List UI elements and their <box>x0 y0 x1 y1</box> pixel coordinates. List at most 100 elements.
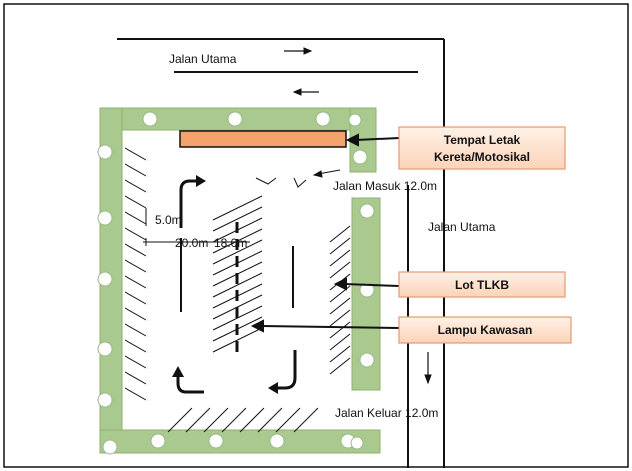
callout-lot-box <box>398 271 566 298</box>
stall-line-left <box>124 307 147 321</box>
dim-18-label: 18.0m <box>214 236 247 250</box>
stall-line-left <box>124 275 147 289</box>
circulation-arrow-up <box>179 179 197 228</box>
stall-line-bottom <box>203 407 229 433</box>
stall-line-right <box>329 321 351 339</box>
stall-line-left <box>124 163 147 177</box>
tree <box>97 144 113 160</box>
stall-line-right <box>329 357 351 375</box>
traffic-arrow-east-head <box>303 47 313 55</box>
stall-line-left <box>124 243 147 257</box>
callout-motor-line2: Kereta/Motosikal <box>434 150 530 164</box>
tree <box>269 433 285 449</box>
stall-line-bottom <box>185 407 211 433</box>
callout-lamp-box <box>398 316 572 344</box>
turn-arrow-entry-1 <box>255 177 277 185</box>
stall-line-left <box>124 371 147 385</box>
dimension-markers <box>143 208 250 246</box>
entrance-label: Jalan Masuk 12.0m <box>333 179 437 193</box>
tree <box>102 439 118 455</box>
stall-line-right <box>329 225 351 243</box>
stall-line-center <box>212 239 263 265</box>
stall-line-center <box>212 316 263 342</box>
motorcycle-bay <box>179 130 347 148</box>
stall-line-right <box>329 309 351 327</box>
leader-lot <box>343 283 400 287</box>
tree <box>97 392 113 408</box>
traffic-arrows <box>284 47 432 385</box>
stall-line-center <box>212 228 263 254</box>
stall-line-bottom <box>275 407 301 433</box>
tree <box>208 433 224 449</box>
stall-line-bottom <box>293 407 319 433</box>
tree <box>97 271 113 287</box>
leader-lamp <box>261 325 400 329</box>
stall-line-left <box>124 179 147 193</box>
stall-line-center <box>212 294 263 320</box>
stall-line-center <box>212 272 263 298</box>
stall-line-center <box>212 250 263 276</box>
stall-line-bottom <box>221 407 247 433</box>
callout-motor: Tempat Letak Kereta/Motosikal <box>398 126 566 170</box>
callout-leaders <box>250 133 400 333</box>
circulation-arrow-down-head <box>268 382 278 394</box>
callout-lamp-text: Lampu Kawasan <box>438 323 533 337</box>
stall-line-left <box>124 227 147 241</box>
stall-line-center <box>212 206 263 232</box>
stall-line-center <box>212 195 263 221</box>
stall-line-left <box>124 195 147 209</box>
callout-lot: Lot TLKB <box>398 271 566 298</box>
stall-line-right <box>329 297 351 315</box>
tree <box>359 203 375 219</box>
tree <box>142 111 158 127</box>
stall-line-left <box>124 387 147 401</box>
circulation-arrow-left-head <box>172 366 184 377</box>
traffic-arrow-south-head <box>424 374 432 385</box>
leader-motor-head <box>345 133 359 147</box>
tree <box>97 341 113 357</box>
tree <box>315 111 331 127</box>
tree <box>227 111 243 127</box>
tree <box>352 149 368 165</box>
outer-frame <box>3 3 629 468</box>
stall-line-bottom <box>257 407 283 433</box>
tree <box>350 436 364 450</box>
stall-line-center <box>212 261 263 287</box>
landscape-buffer <box>99 107 381 454</box>
entrance-arrow-head <box>312 170 323 178</box>
stall-line-right <box>329 345 351 363</box>
stall-line-right <box>329 249 351 267</box>
callout-motor-box <box>398 126 566 170</box>
stall-line-left <box>124 339 147 353</box>
turn-arrow-entry-2 <box>293 177 307 188</box>
stall-line-left <box>124 147 147 161</box>
road-lines <box>117 38 445 468</box>
stall-line-left <box>124 323 147 337</box>
stall-line-bottom <box>239 407 265 433</box>
circulation-arrow-down <box>277 350 297 390</box>
tree <box>359 352 375 368</box>
exit-label: Jalan Keluar 12.0m <box>335 406 438 420</box>
stall-line-left <box>124 211 147 225</box>
dim-5-label: 5.0m <box>155 213 182 227</box>
stall-line-center <box>212 305 263 331</box>
callout-lot-text: Lot TLKB <box>455 278 509 292</box>
stall-line-left <box>124 291 147 305</box>
circulation-arrows <box>172 175 307 394</box>
stall-line-right <box>329 333 351 351</box>
stall-line-left <box>124 355 147 369</box>
stall-line-center <box>212 327 263 353</box>
stall-line-center <box>212 217 263 243</box>
tree <box>97 210 113 226</box>
road-right-label: Jalan Utama <box>428 220 496 234</box>
stall-line-center <box>212 283 263 309</box>
circulation-arrow-left <box>176 375 204 394</box>
stall-line-right <box>329 237 351 255</box>
circulation-arrow-up-head <box>196 175 206 187</box>
tree <box>150 433 166 449</box>
parking-stalls <box>124 147 351 433</box>
tree <box>348 113 362 127</box>
dim-20-label: 20.0m <box>175 236 208 250</box>
